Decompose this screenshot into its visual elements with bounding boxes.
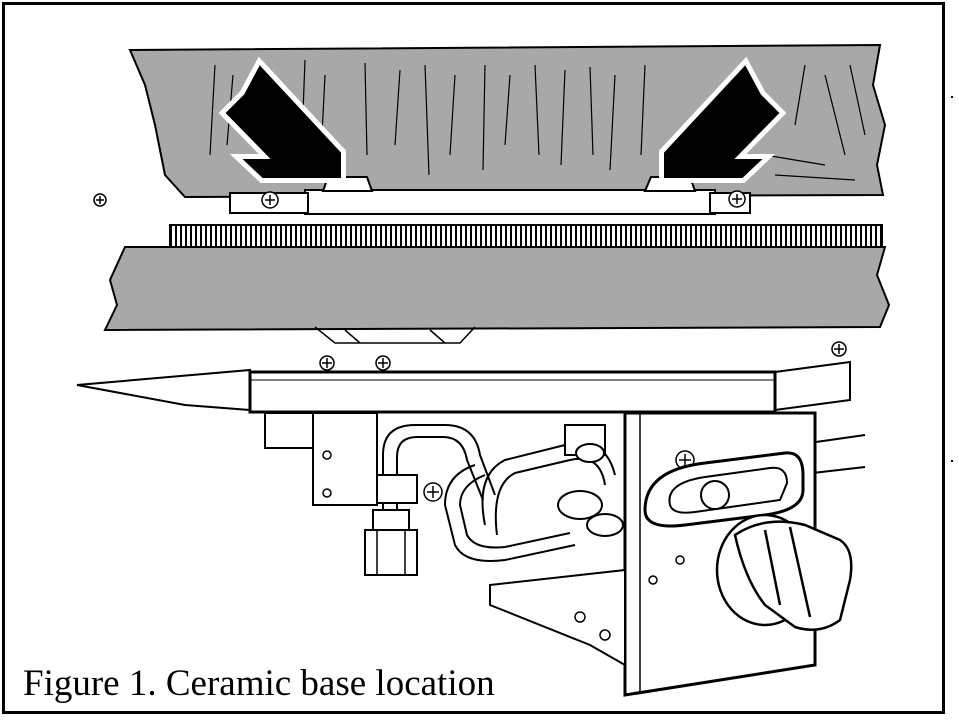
figure-frame: Figure 1. Ceramic base location (2, 2, 945, 714)
screw-icon (728, 190, 746, 208)
ceramic-base-strip (169, 224, 883, 248)
screw-icon (93, 193, 107, 207)
front-bracket-bar (248, 370, 777, 414)
arrow-right-icon (664, 65, 780, 178)
figure-illustration (76, 43, 891, 697)
left-vertical-bracket (312, 412, 378, 506)
valve-fittings (557, 424, 624, 537)
screw-icon (319, 355, 335, 371)
lower-burner-panel (103, 246, 891, 332)
arrow-left-icon (225, 65, 341, 178)
left-support-rail (76, 368, 251, 412)
control-knob-icon (715, 513, 853, 632)
right-support-rail (774, 360, 851, 412)
screw-icon (831, 341, 847, 357)
burner-plate (304, 189, 716, 215)
screw-icon (423, 482, 443, 502)
screw-icon (261, 191, 279, 209)
screw-icon (375, 355, 391, 371)
figure-caption: Figure 1. Ceramic base location (23, 663, 495, 704)
lower-mount-plate (489, 568, 626, 667)
margin-mark (951, 96, 953, 98)
hex-fitting (364, 529, 418, 576)
margin-mark (951, 460, 953, 462)
